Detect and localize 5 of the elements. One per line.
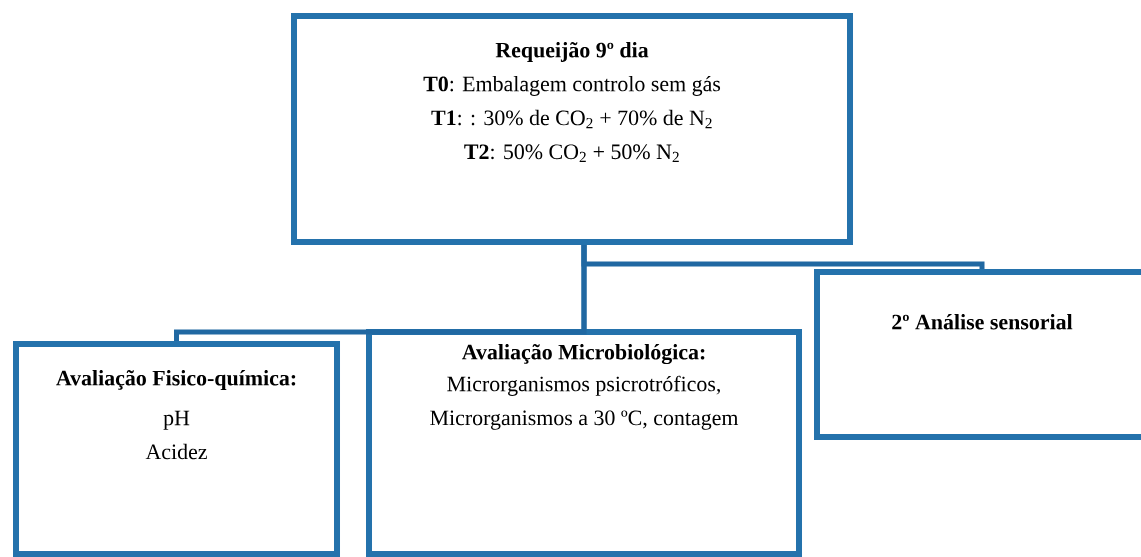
process-box: Avaliação Microbiológica: Microrganismos psicrotróficos, Microrganismos a 30 ºC, contagem [366,329,802,557]
process-box: Requeijão 9º dia T0: Embalagem controlo sem gás T1: : 30% de CO$_{2}$ + 70% de N$_{2}$ T2: 50% CO$_{2}$ + 50% N$_{2}$ [291,13,853,245]
process-box: 2º Análise sensorial [814,269,1141,440]
connector-line [581,245,985,269]
process-box: Avaliação Fisico-química: pH Acidez [13,341,340,557]
